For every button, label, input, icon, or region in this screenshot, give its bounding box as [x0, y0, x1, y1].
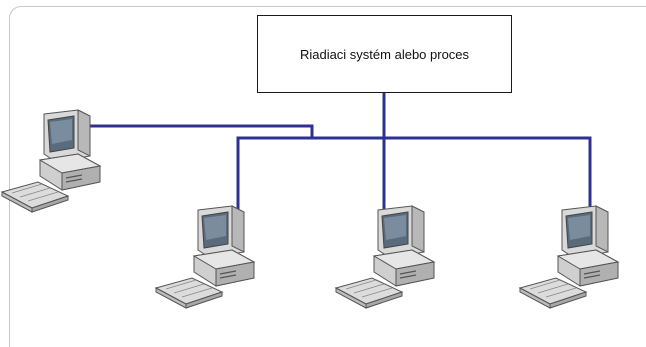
- computer-slave-3: [519, 205, 619, 309]
- network-lines: [80, 93, 592, 222]
- computer-slave-1: [155, 205, 255, 309]
- control-system-label: Riadiaci systém alebo proces: [299, 46, 470, 62]
- desktop-computer-icon: [1, 109, 101, 213]
- control-system-box: Riadiaci systém alebo proces: [257, 15, 512, 93]
- bus-line: [236, 136, 592, 220]
- computer-master: [1, 109, 101, 213]
- desktop-computer-icon: [519, 205, 619, 309]
- master-link-line: [80, 124, 314, 138]
- desktop-computer-icon: [155, 205, 255, 309]
- computer-slave-2: [335, 205, 435, 309]
- desktop-computer-icon: [335, 205, 435, 309]
